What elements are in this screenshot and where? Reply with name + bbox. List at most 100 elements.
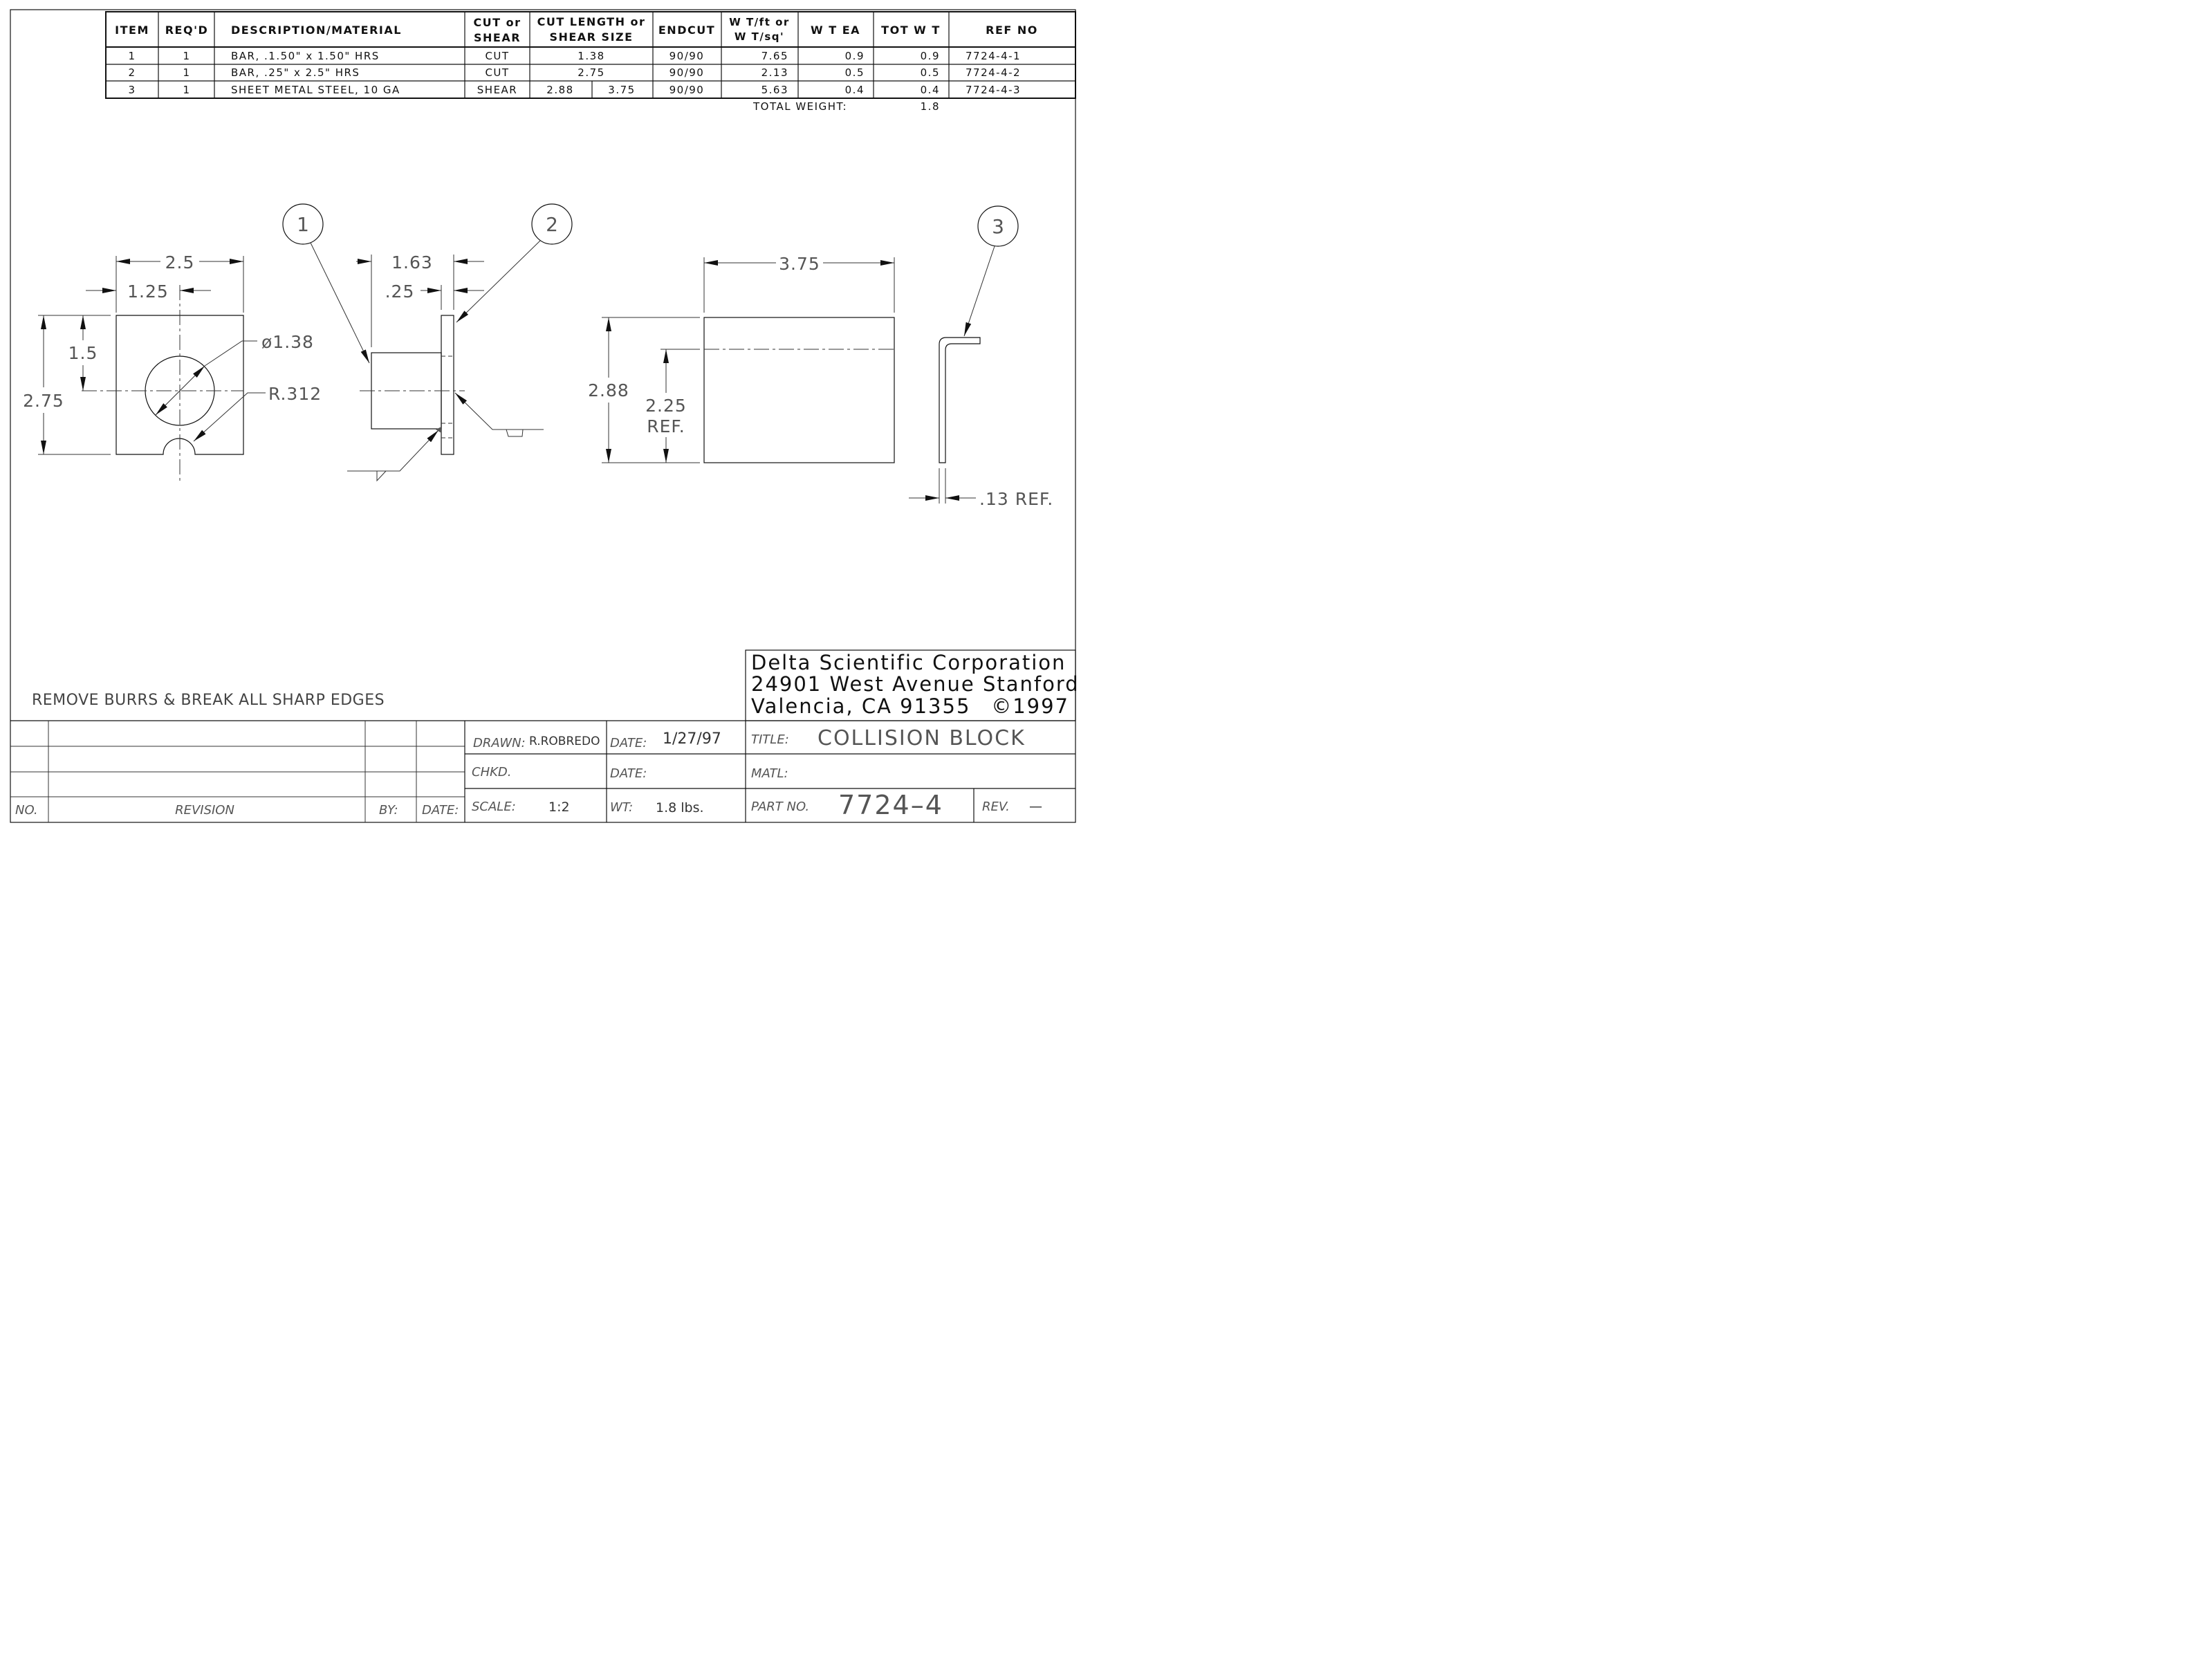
bom-cell-ref-no: 7724-4-3 (966, 84, 1021, 96)
bom-cell-item: 1 (128, 50, 136, 62)
view-plate-front: 2.5 1.25 2.75 1.5 ø1.38 R.312 (23, 252, 322, 481)
bent-sheet-outline (939, 337, 981, 463)
sheet-outline (703, 317, 895, 463)
bom-cell-wt-ea: 0.9 (845, 50, 865, 62)
revision-date-label: DATE: (422, 803, 459, 818)
bom-header-tot-wt: TOT W T (881, 24, 941, 37)
bom-cell-item: 3 (128, 84, 136, 96)
bom-header-cut-length: CUT LENGTH or (537, 15, 646, 28)
checked-label: CHKD. (472, 765, 512, 779)
company-block: Delta Scientific Corporation 24901 West … (745, 649, 1079, 721)
balloon-label: 1 (297, 213, 309, 236)
bom-header-cut-or-shear: CUT or (473, 16, 521, 29)
bom-total-value: 1.8 (921, 100, 940, 113)
bom-cell-tot-wt: 0.9 (921, 50, 940, 62)
sheet-border (10, 9, 1076, 823)
material-label: MATL: (751, 766, 788, 781)
date-label: DATE: (610, 736, 647, 750)
revision-label-tb: REV. (982, 800, 1010, 814)
bom-cell-size-a: 2.88 (546, 84, 573, 96)
plate-outline (116, 315, 244, 455)
bom-cell-size: 1.38 (578, 50, 604, 62)
bom-header-ref-no: REF NO (986, 24, 1038, 37)
bom-cell-item: 2 (128, 66, 136, 79)
company-city: Valencia, CA 91355 (751, 694, 970, 718)
bom-cell-wt-ea: 0.4 (845, 84, 865, 96)
weight-label: WT: (610, 800, 633, 815)
bom-cell-description: SHEET METAL STEEL, 10 GA (231, 84, 400, 96)
title-label: TITLE: (751, 732, 789, 747)
bom-cell-cut-or-shear: SHEAR (477, 84, 517, 96)
bom-cell-reqd: 1 (183, 66, 190, 79)
general-note: REMOVE BURRS & BREAK ALL SHARP EDGES (32, 692, 385, 709)
bom-header-cut-or-shear-2: SHEAR (474, 31, 521, 44)
date-value: 1/27/97 (663, 730, 721, 748)
bom-cell-description: BAR, .1.50" x 1.50" HRS (231, 50, 380, 62)
engineering-drawing-sheet: ITEM REQ'D DESCRIPTION/MATERIAL CUT or S… (10, 9, 1079, 823)
dim-sheet-thickness: .13 REF. (979, 489, 1053, 509)
scale-label: SCALE: (472, 800, 516, 814)
bom-cell-wt-ft: 5.63 (761, 84, 788, 96)
revision-value: — (1029, 799, 1042, 814)
bom-cell-endcut: 90/90 (669, 50, 705, 62)
bom-cell-wt-ea: 0.5 (845, 66, 865, 79)
plate-edge-outline (441, 315, 454, 455)
company-address: 24901 West Avenue Stanford (751, 672, 1079, 696)
dim-sheet-ref-label: REF. (647, 416, 685, 436)
bom-row: 3 1 SHEET METAL STEEL, 10 GA SHEAR 2.88 … (128, 84, 1021, 96)
bom-cell-wt-ft: 7.65 (761, 50, 788, 62)
date2-label: DATE: (610, 766, 647, 781)
bom-cell-tot-wt: 0.5 (921, 66, 940, 79)
revision-block: NO. REVISION BY: DATE: (10, 720, 1075, 822)
bom-cell-reqd: 1 (183, 84, 190, 96)
balloon-label: 3 (992, 215, 1004, 238)
dim-sheet-ref: 2.25 (645, 396, 687, 416)
part-number-label: PART NO. (751, 800, 809, 814)
view-assembly-side: 1.63 .25 (347, 252, 544, 482)
bom-cell-wt-ft: 2.13 (761, 66, 788, 79)
bom-header-shear-size: SHEAR SIZE (549, 30, 633, 44)
bom-row: 2 1 BAR, .25" x 2.5" HRS CUT 2.75 90/90 … (128, 66, 1021, 79)
view-sheet-side: .13 REF. (909, 337, 1053, 509)
drawing-title: COLLISION BLOCK (818, 726, 1026, 750)
company-name: Delta Scientific Corporation (751, 651, 1066, 674)
bom-header-wt-ft: W T/ft or (729, 16, 790, 28)
bom-cell-cut-or-shear: CUT (485, 66, 509, 79)
part-number: 7724–4 (838, 790, 943, 820)
item-balloon: 1 (282, 203, 370, 364)
dim-sheet-height: 2.88 (588, 380, 629, 400)
bom-cell-reqd: 1 (183, 50, 190, 62)
balloon-circle (531, 203, 573, 245)
bom-cell-tot-wt: 0.4 (921, 84, 940, 96)
revision-label: REVISION (175, 803, 234, 818)
balloon-label: 2 (546, 213, 558, 236)
dim-plate-width: 2.5 (165, 252, 195, 273)
bom-cell-ref-no: 7724-4-1 (966, 50, 1021, 62)
revision-no-label: NO. (15, 803, 38, 818)
drawn-label: DRAWN: (473, 736, 526, 750)
fillet-weld-icon (436, 427, 441, 433)
bom-total-label: TOTAL WEIGHT: (752, 100, 847, 113)
bom-header-wt-ea: W T EA (811, 24, 860, 37)
dim-plate-height: 2.75 (23, 391, 64, 411)
dim-assembly-length: 1.63 (391, 252, 433, 273)
weight-value: 1.8 lbs. (656, 800, 704, 815)
dim-notch-radius: R.312 (268, 384, 322, 404)
bom-header-wt-sq: W T/sq' (735, 30, 784, 43)
bom-header-reqd: REQ'D (165, 24, 209, 37)
bom-cell-ref-no: 7724-4-2 (966, 66, 1021, 79)
dim-bore-diameter: ø1.38 (261, 332, 314, 352)
bom-cell-cut-or-shear: CUT (485, 50, 509, 62)
bom-cell-description: BAR, .25" x 2.5" HRS (231, 66, 360, 79)
dim-plate-thickness: .25 (385, 281, 415, 302)
scale-value: 1:2 (548, 800, 570, 815)
bom-header-endcut: ENDCUT (658, 24, 715, 37)
bom-cell-endcut: 90/90 (669, 66, 705, 79)
dim-plate-half-width: 1.25 (127, 281, 169, 302)
view-sheet-front: 3.75 2.88 2.25 REF. (588, 254, 895, 463)
weld-symbol-icon (376, 470, 387, 482)
drawn-value: R.ROBREDO (529, 735, 600, 748)
company-copyright: ©1997 (991, 694, 1069, 718)
bom-cell-endcut: 90/90 (669, 84, 705, 96)
bill-of-materials-table: ITEM REQ'D DESCRIPTION/MATERIAL CUT or S… (105, 11, 1076, 113)
